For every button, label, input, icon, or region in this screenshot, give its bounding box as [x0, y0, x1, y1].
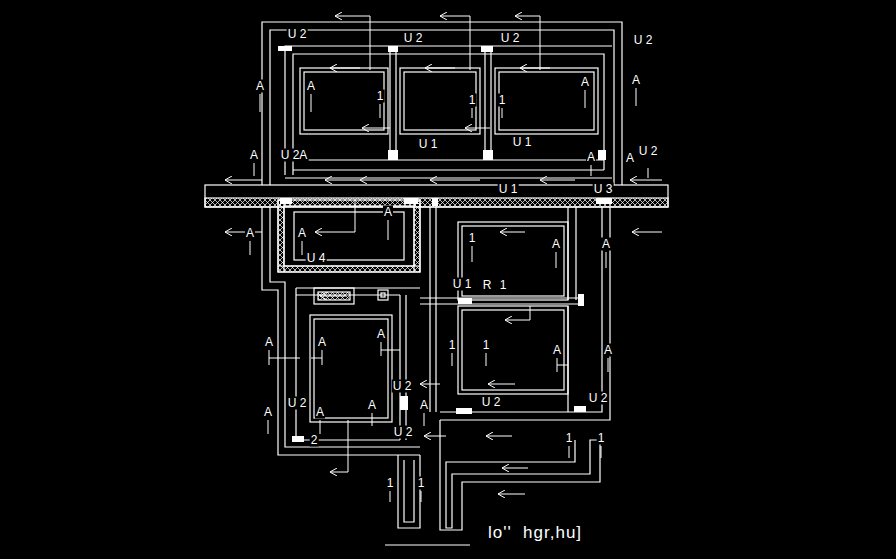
plan-marker: U 4: [306, 252, 327, 265]
plan-marker: U 2: [588, 392, 609, 405]
plan-marker: 1: [448, 339, 457, 352]
plan-marker: A: [264, 336, 274, 349]
plan-marker: 1: [468, 94, 477, 107]
plan-marker: U 2A: [280, 149, 309, 162]
plan-marker: U 1: [418, 138, 439, 151]
plan-marker: A: [255, 80, 265, 93]
plan-marker: 1: [386, 477, 395, 490]
plan-marker: 1: [565, 432, 574, 445]
plan-marker: A: [367, 399, 377, 412]
plan-marker: A: [315, 406, 325, 419]
plan-marker: U 2: [403, 32, 424, 45]
plan-marker: U 2: [481, 396, 502, 409]
plan-marker: A: [317, 336, 327, 349]
plan-marker: A: [631, 74, 641, 87]
plan-marker: A: [586, 151, 596, 164]
plan-marker: A: [306, 80, 316, 93]
plan-marker: 1: [417, 477, 426, 490]
plan-marker: A: [601, 238, 611, 251]
plan-marker: A: [419, 399, 429, 412]
plan-marker: A: [383, 206, 393, 219]
plan-marker: A: [603, 344, 613, 357]
plan-marker: 1: [597, 432, 606, 445]
plan-marker: 1: [468, 232, 477, 245]
plan-marker: A: [245, 227, 255, 240]
plan-marker: U 2: [500, 32, 521, 45]
plan-marker: U 2: [287, 397, 308, 410]
plan-marker: 1: [498, 94, 507, 107]
plan-marker: A: [297, 227, 307, 240]
plan-marker: 1: [482, 339, 491, 352]
plan-marker: U 1: [512, 136, 533, 149]
plan-marker: U 2: [638, 145, 659, 158]
drawing-caption: lo'' hgr,hu]: [487, 523, 583, 542]
plan-marker: A: [551, 238, 561, 251]
plan-marker: A: [249, 149, 259, 162]
plan-marker: 2: [310, 434, 319, 447]
plan-marker: U 2: [633, 34, 654, 47]
plan-marker: U 1: [498, 183, 519, 196]
plan-marker: U 2: [287, 28, 308, 41]
plan-marker: 1: [376, 90, 385, 103]
plan-marker: U 3: [593, 183, 614, 196]
plan-marker: A: [263, 406, 273, 419]
plan-marker: A: [552, 344, 562, 357]
plan-marker: R: [482, 279, 493, 292]
plan-marker: A: [376, 328, 386, 341]
plan-marker: A: [625, 152, 635, 165]
plan-marker: U 2: [393, 426, 414, 439]
plan-marker: U 1: [452, 278, 473, 291]
plan-marker: A: [580, 76, 590, 89]
plan-marker: U 2: [392, 380, 413, 393]
plan-marker: 1: [499, 279, 508, 292]
